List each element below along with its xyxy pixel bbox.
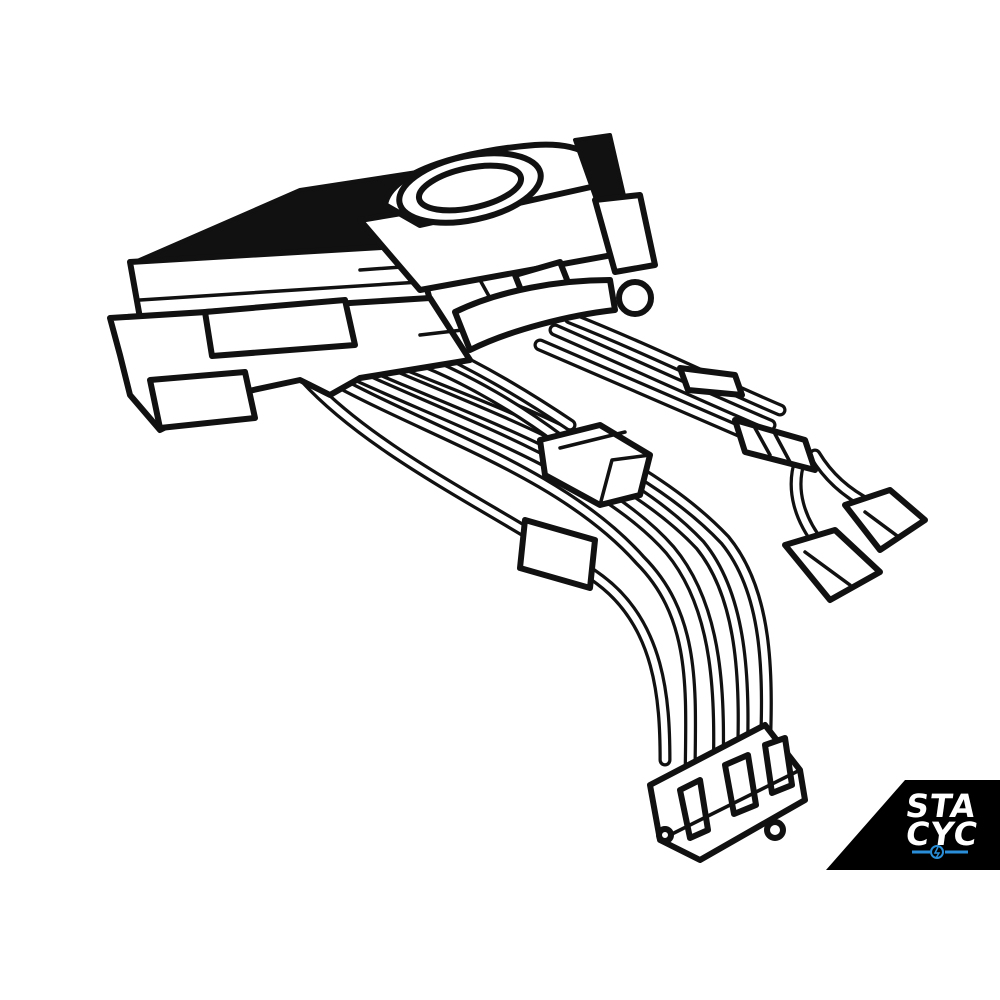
- terminal-bracket: [647, 722, 808, 863]
- wire-tape-label: [517, 517, 598, 591]
- logo-text-cyc: CYC: [903, 815, 981, 853]
- middle-connector: [537, 422, 653, 508]
- housing-plug: [452, 259, 618, 353]
- cooling-fan: [357, 133, 658, 317]
- right-connectors: [677, 365, 928, 603]
